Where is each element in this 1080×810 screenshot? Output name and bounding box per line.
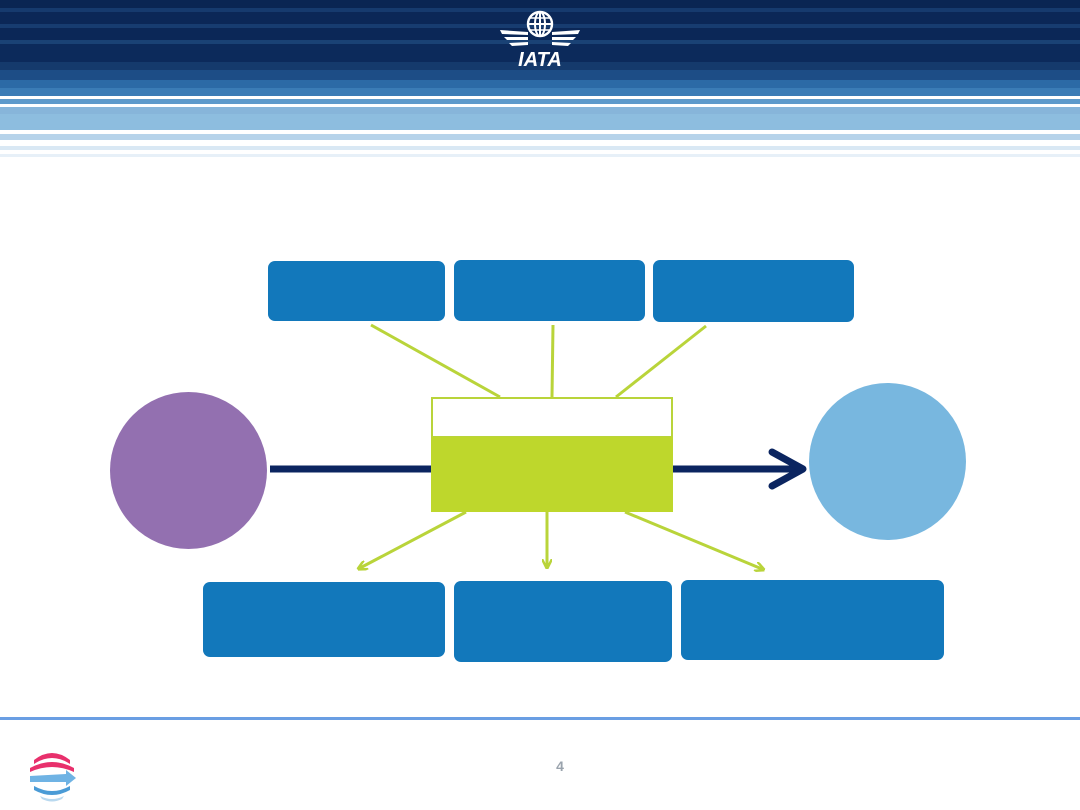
header-banner: IATA xyxy=(0,0,1080,160)
flow-arrow-head xyxy=(768,448,807,490)
arrow-bottom-right xyxy=(624,510,762,569)
bottom-box-1 xyxy=(203,582,445,657)
center-box-title xyxy=(431,397,673,438)
top-box-1 xyxy=(268,261,445,321)
left-circle xyxy=(110,392,267,549)
center-box xyxy=(431,397,673,512)
bottom-box-2 xyxy=(454,581,672,662)
iata-logo: IATA xyxy=(498,8,582,71)
center-box-body xyxy=(431,437,673,512)
arrow-bottom-left xyxy=(360,510,467,568)
page-number: 4 xyxy=(556,758,564,774)
bottom-box-3 xyxy=(681,580,944,660)
iata-logo-text: IATA xyxy=(518,49,562,70)
iata-globe-logo-icon: IATA xyxy=(500,10,580,71)
connector-top-left xyxy=(370,323,501,399)
connector-top-right xyxy=(615,324,707,399)
circular-arrows-globe-icon xyxy=(30,753,76,802)
top-box-2 xyxy=(454,260,645,321)
connector-top-center xyxy=(550,324,555,398)
footer-divider xyxy=(0,717,1080,720)
right-circle xyxy=(809,383,966,540)
top-box-3 xyxy=(653,260,854,322)
